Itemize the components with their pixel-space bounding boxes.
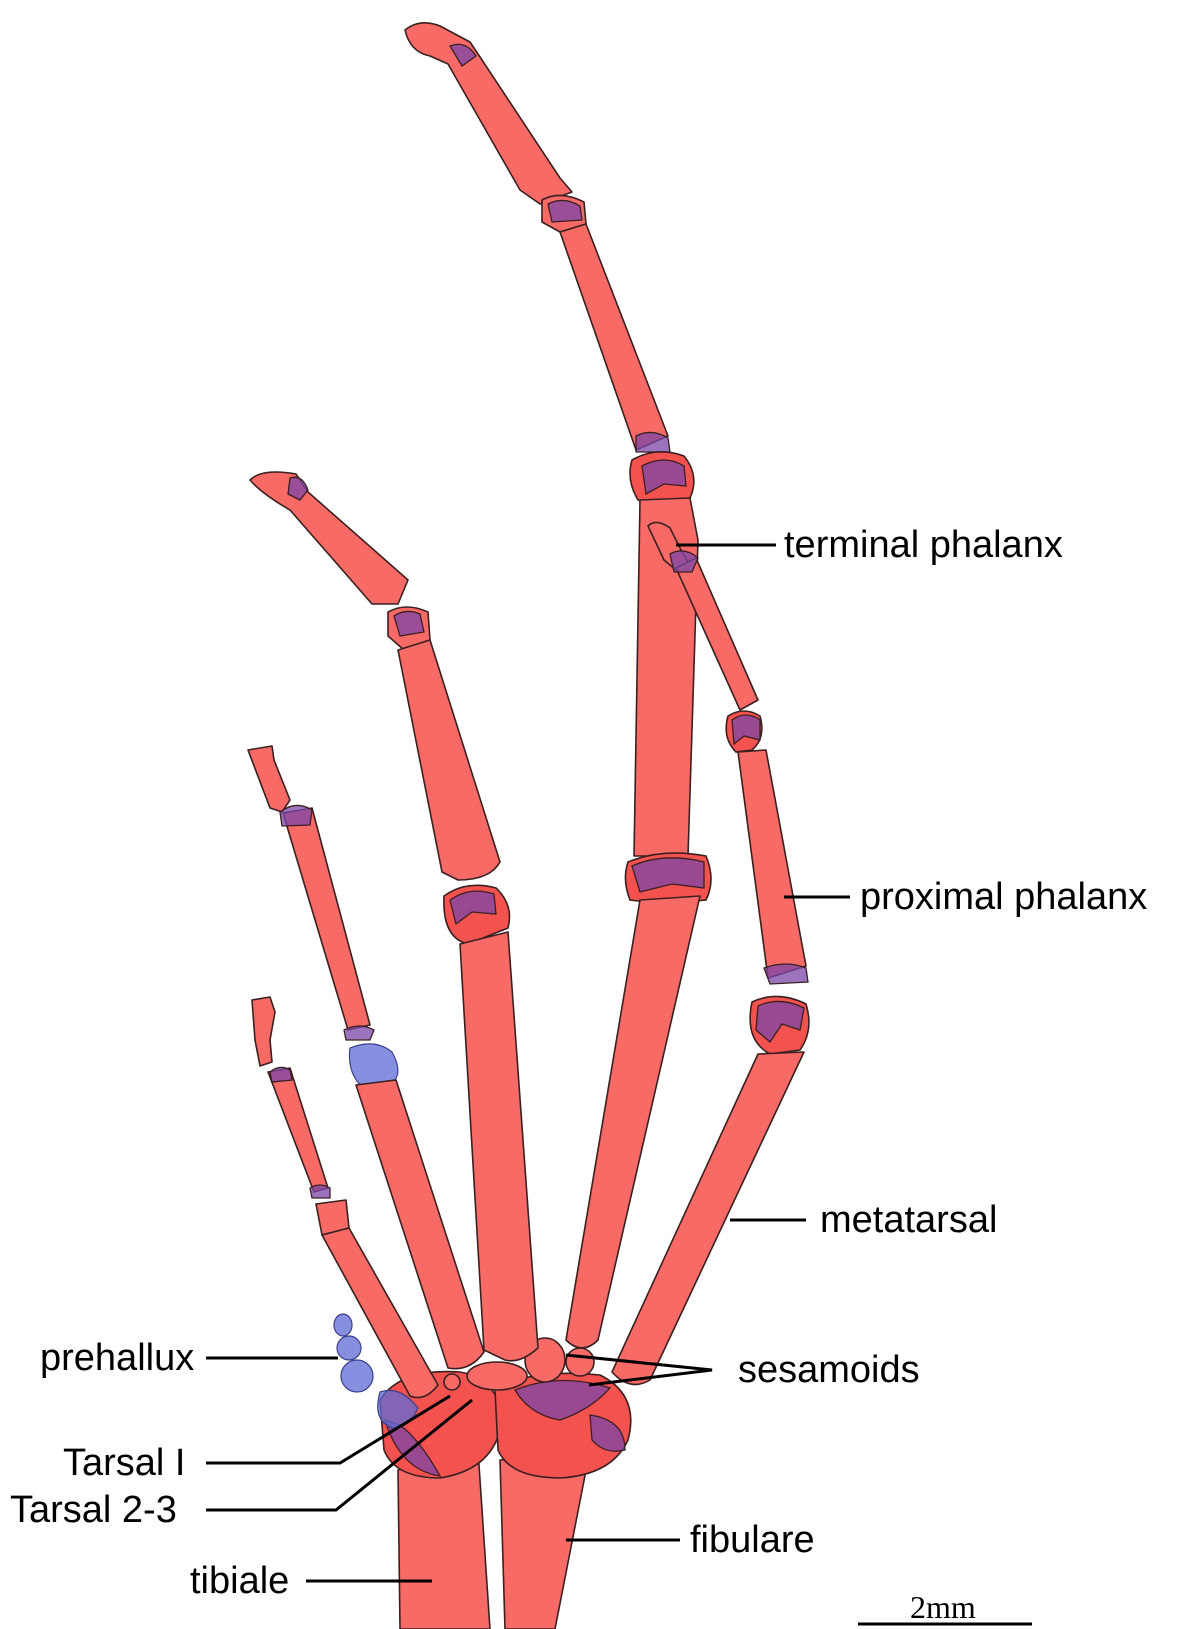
digit-3	[250, 472, 538, 1361]
fibulare-bone	[495, 1373, 631, 1629]
digit-4	[405, 23, 711, 1348]
label-tarsal-2-3: Tarsal 2-3	[10, 1489, 177, 1531]
label-scale: 2mm	[910, 1589, 976, 1625]
label-proximal-phalanx: proximal phalanx	[860, 876, 1147, 918]
label-tibiale: tibiale	[190, 1560, 289, 1602]
sesamoid-2	[566, 1348, 594, 1376]
label-prehallux: prehallux	[40, 1337, 194, 1379]
label-sesamoids: sesamoids	[738, 1349, 920, 1391]
label-tarsal-1: Tarsal I	[63, 1442, 185, 1484]
label-fibulare: fibulare	[690, 1519, 815, 1561]
tarsal-1-bone	[444, 1374, 460, 1390]
label-metatarsal: metatarsal	[820, 1199, 997, 1241]
tarsal-2-3-bone	[467, 1362, 527, 1390]
label-terminal-phalanx: terminal phalanx	[784, 524, 1063, 566]
